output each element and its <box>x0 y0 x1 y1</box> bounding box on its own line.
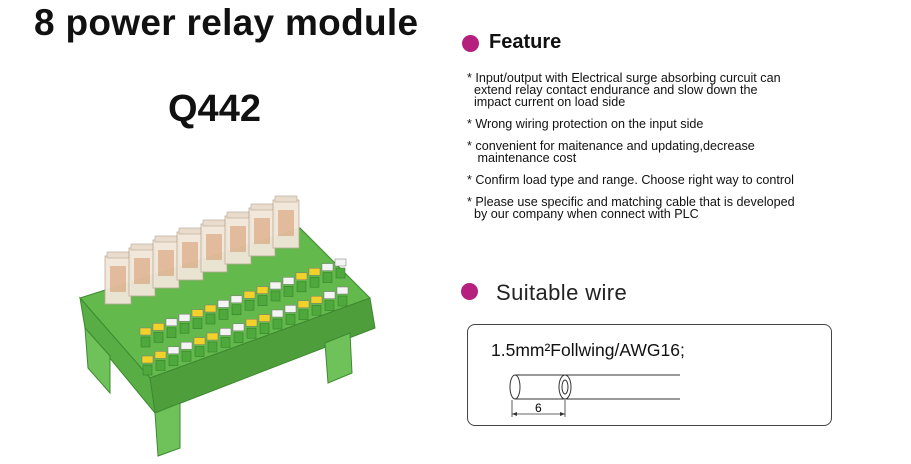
page-title: 8 power relay module <box>34 2 419 43</box>
feature-heading: Feature <box>489 31 562 53</box>
wire-dimension: 6 <box>535 401 542 415</box>
terminal-screw <box>220 337 231 348</box>
wire-bullet-dot <box>461 283 478 300</box>
terminal-block <box>245 318 258 327</box>
terminal-screw <box>311 304 322 316</box>
terminal-block <box>323 291 336 299</box>
terminal-block <box>321 263 334 271</box>
terminal-block <box>310 295 323 304</box>
terminal-block <box>295 272 308 281</box>
relay-module-illustration <box>79 195 376 457</box>
terminal-block <box>243 290 256 299</box>
model-number: Q442 <box>168 88 261 130</box>
terminal-screw <box>155 360 166 371</box>
relay <box>104 251 132 305</box>
terminal-screw <box>140 336 151 348</box>
terminal-screw <box>309 276 320 288</box>
feature-item-3: * convenient for maitenance and updating… <box>467 139 755 165</box>
terminal-block <box>336 286 349 295</box>
terminal-block <box>154 351 167 359</box>
terminal-screw <box>244 299 255 311</box>
terminal-block <box>297 300 310 309</box>
terminal-block <box>141 355 154 364</box>
terminal-block <box>191 309 204 317</box>
terminal-screw <box>233 332 244 344</box>
wire-diagram: 6 <box>509 374 680 417</box>
relay <box>224 211 252 265</box>
feature-item-5: * Please use specific and matching cable… <box>467 195 795 221</box>
terminal-block <box>219 328 232 336</box>
terminal-block <box>256 286 269 294</box>
terminal-screw <box>153 332 164 343</box>
terminal-block <box>178 313 191 322</box>
terminal-screw <box>259 323 270 334</box>
relay <box>128 243 156 297</box>
terminal-screw <box>298 309 309 321</box>
terminal-block <box>258 314 271 322</box>
terminal-block <box>206 332 219 341</box>
relay <box>272 195 300 249</box>
terminal-block <box>139 327 152 336</box>
wire-heading: Suitable wire <box>496 280 628 305</box>
feature-item-4: * Confirm load type and range. Choose ri… <box>467 173 794 187</box>
terminal-screw <box>257 295 268 306</box>
terminal-screw <box>285 314 296 325</box>
terminal-block <box>269 281 282 290</box>
terminal-screw <box>194 346 205 357</box>
terminal-screw <box>270 290 281 302</box>
terminal-block <box>282 277 295 285</box>
wire-spec: 1.5mm²Follwing/AWG16; <box>491 340 685 360</box>
terminal-screw <box>192 318 203 329</box>
relay <box>176 227 204 281</box>
terminal-block <box>152 323 165 331</box>
terminal-screw <box>337 295 348 307</box>
terminal-screw <box>246 327 257 339</box>
terminal-screw <box>207 341 218 353</box>
terminal-screw <box>335 267 346 279</box>
terminal-screw <box>205 313 216 325</box>
terminal-screw <box>231 304 242 316</box>
terminal-screw <box>179 322 190 334</box>
terminal-screw <box>168 355 179 367</box>
relay <box>152 235 180 289</box>
terminal-block <box>232 323 245 332</box>
feature-bullet-dot <box>462 35 479 52</box>
terminal-screw <box>181 350 192 362</box>
terminal-block <box>271 309 284 318</box>
terminal-screw <box>283 286 294 297</box>
relay <box>248 203 276 257</box>
relay <box>200 219 228 273</box>
terminal-screw <box>296 281 307 293</box>
terminal-block <box>284 305 297 313</box>
terminal-block <box>308 267 321 276</box>
feature-item-1: * Input/output with Electrical surge abs… <box>467 71 781 109</box>
terminal-block <box>334 258 347 267</box>
terminal-block <box>217 300 230 308</box>
terminal-block <box>230 295 243 304</box>
feature-item-2: * Wrong wiring protection on the input s… <box>467 117 704 131</box>
terminal-block <box>193 337 206 345</box>
terminal-block <box>180 341 193 350</box>
terminal-screw <box>324 300 335 311</box>
terminal-screw <box>272 318 283 330</box>
terminal-block <box>204 304 217 313</box>
feature-list: * Input/output with Electrical surge abs… <box>467 72 897 230</box>
terminal-screw <box>218 309 229 320</box>
terminal-block <box>167 346 180 355</box>
terminal-block <box>165 318 178 327</box>
terminal-screw <box>166 327 177 339</box>
wire-spec-box <box>467 324 832 426</box>
terminal-screw <box>142 364 153 376</box>
terminal-screw <box>322 272 333 283</box>
